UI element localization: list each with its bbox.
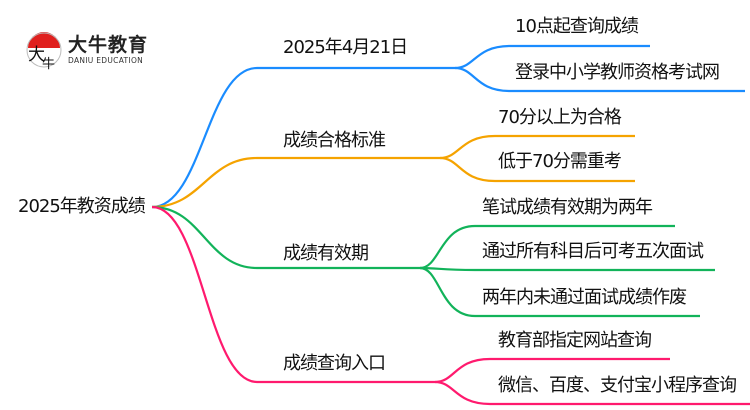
leaf-query-time: 10点起查询成绩 [515,16,639,37]
branch-connector [151,156,440,209]
leaf-interview-five: 通过所有科目后可考五次面试 [482,241,704,262]
leaf-connector [419,224,675,270]
branch-connector [151,205,435,384]
branch-connector [151,205,420,270]
branch-query-entry: 成绩查询入口 [283,353,386,374]
logo-name: 大牛教育 [68,34,149,56]
leaf-mini-programs: 微信、百度、支付宝小程序查询 [498,375,737,396]
leaf-connector [439,156,635,183]
leaf-connector [419,266,700,318]
leaf-login-site: 登录中小学教师资格考试网 [515,62,720,83]
branch-date: 2025年4月21日 [283,37,408,58]
branch-validity: 成绩有效期 [283,243,369,264]
leaf-connector [434,357,670,384]
leaf-connector [439,134,635,160]
leaf-retake: 低于70分需重考 [498,151,622,172]
leaf-connector [454,44,650,70]
leaf-official-site: 教育部指定网站查询 [498,330,652,351]
logo-mark-icon: 大 牛 [26,32,62,72]
leaf-pass-score: 70分以上为合格 [498,107,622,128]
logo-subtitle: DANIU EDUCATION [68,56,144,65]
leaf-connector [454,66,745,93]
svg-text:牛: 牛 [42,57,55,72]
logo: 大 牛 大牛教育 DANIU EDUCATION [22,28,182,72]
leaf-expire: 两年内未通过面试成绩作废 [482,287,687,308]
svg-text:大: 大 [28,45,45,65]
leaf-validity-two-years: 笔试成绩有效期为两年 [482,197,653,218]
branch-connector [151,66,455,209]
branch-pass-standard: 成绩合格标准 [283,130,386,151]
leaf-connector [419,266,715,272]
leaf-connector [434,380,750,406]
root-node: 2025年教资成绩 [18,196,146,217]
